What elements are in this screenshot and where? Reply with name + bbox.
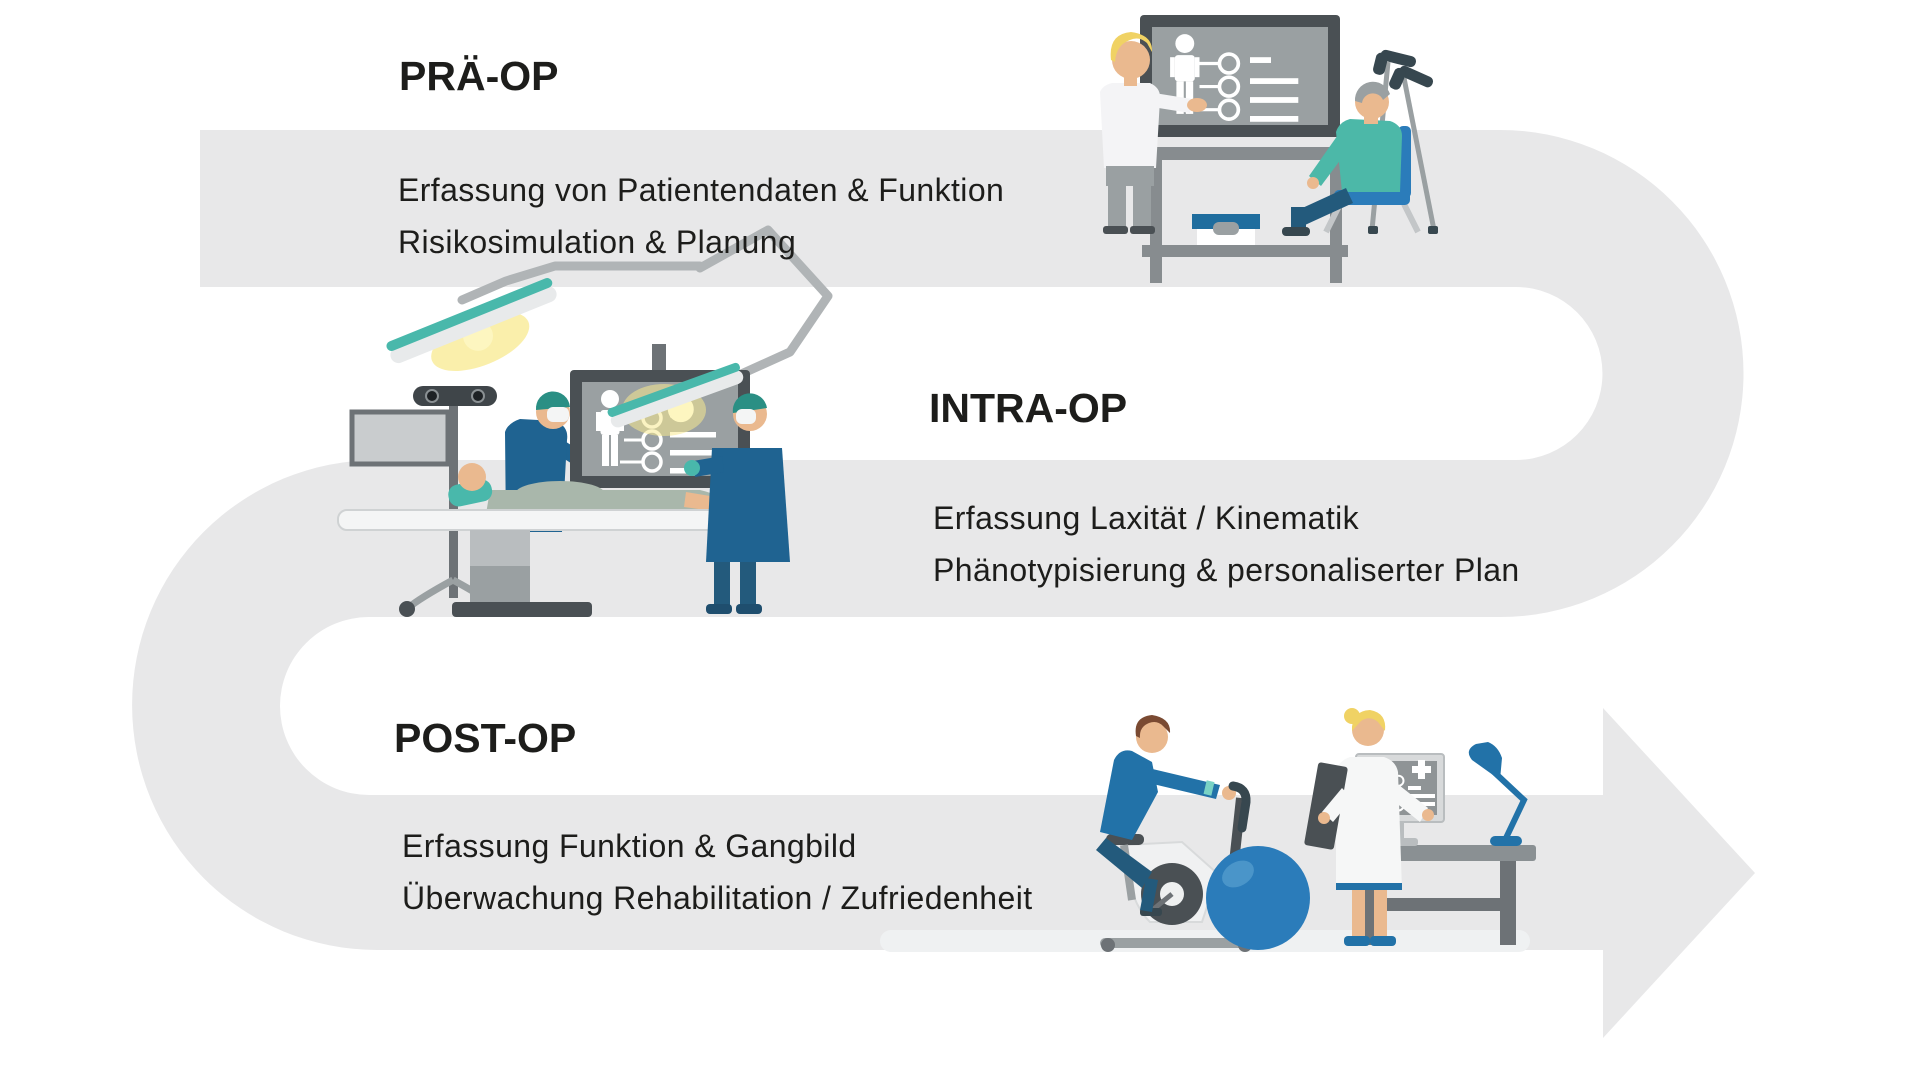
desk-lamp-icon xyxy=(1468,742,1528,846)
gym-ball-highlight xyxy=(1222,860,1254,888)
clipboard-icon xyxy=(1304,762,1348,850)
intra-op-illustration xyxy=(337,225,833,617)
case-box-icon xyxy=(1192,214,1260,245)
stage-post-op-line-1: Erfassung Funktion & Gangbild xyxy=(402,828,857,864)
gym-ball-icon xyxy=(1206,846,1310,950)
presentation-screen-icon xyxy=(1140,15,1340,137)
surgeon-figure-2 xyxy=(684,393,790,614)
surgical-light-icon xyxy=(386,225,833,395)
stage-post-op-title: POST-OP xyxy=(394,715,577,761)
stage-intra-op-line-2: Phänotypisierung & personaliserter Plan xyxy=(933,552,1520,588)
stage-intra-op-title: INTRA-OP xyxy=(929,385,1128,431)
stage-pre-op-line-1: Erfassung von Patientendaten & Funktion xyxy=(398,172,1005,208)
stage-pre-op-title: PRÄ-OP xyxy=(399,53,559,99)
medical-cross-icon xyxy=(1412,760,1431,779)
patient-chair-icon xyxy=(1323,126,1421,234)
operating-table-icon xyxy=(337,463,763,617)
cyclist-figure xyxy=(1096,715,1251,912)
physiotherapist-figure xyxy=(1304,708,1434,946)
post-op-illustration xyxy=(880,708,1536,952)
stage-pre-op-line-2: Risikosimulation & Planung xyxy=(398,224,797,260)
pre-op-illustration xyxy=(1100,15,1438,283)
stage-intra-op-line-1: Erfassung Laxität / Kinematik xyxy=(933,500,1360,536)
doctor-figure xyxy=(1100,32,1207,234)
surgical-screen-icon xyxy=(570,344,750,488)
patient-figure xyxy=(1282,81,1402,236)
stage-post-op-line-2: Überwachung Rehabilitation / Zufriedenhe… xyxy=(402,880,1033,916)
